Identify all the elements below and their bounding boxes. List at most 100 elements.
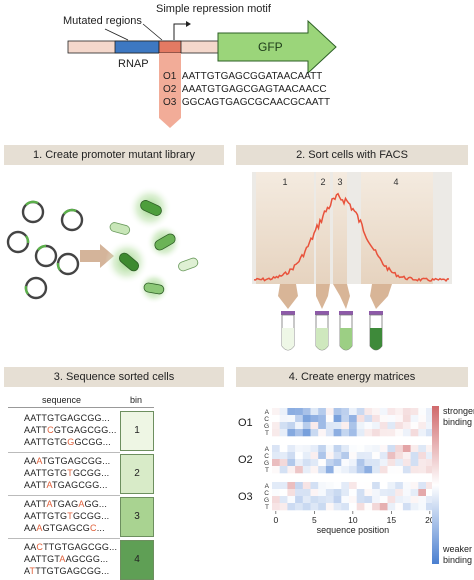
energy-cell — [295, 415, 304, 423]
energy-cell — [418, 422, 427, 430]
sequence-segment: GTGAGCG — [42, 523, 91, 533]
energy-cell — [426, 466, 434, 474]
energy-cell — [272, 466, 280, 474]
operator-pointer — [159, 53, 181, 128]
energy-cell — [387, 503, 396, 511]
energy-cell — [333, 429, 342, 437]
energy-cell — [372, 415, 381, 423]
motif-label: Simple repression motif — [156, 3, 271, 15]
energy-cell — [341, 415, 350, 423]
energy-cell — [402, 466, 411, 474]
energy-cell — [418, 503, 427, 511]
energy-cell — [272, 422, 280, 430]
facs-bin-4 — [361, 172, 433, 284]
energy-cell — [295, 459, 304, 467]
energy-cell — [426, 489, 434, 497]
energy-cell — [279, 503, 288, 511]
mutation: A — [46, 499, 53, 509]
energy-cell — [387, 429, 396, 437]
operator-o1-name: O1 — [163, 71, 177, 82]
sequence-segment: AATTGTGAGCGG... — [24, 413, 110, 423]
energy-cell — [379, 422, 388, 430]
energy-cell — [349, 415, 357, 423]
operator-list: O1 AATTGTGAGCGGATAACAATT O2 AAATGTGAGCGA… — [163, 70, 330, 109]
mutation: A — [36, 523, 43, 533]
energy-cell — [287, 415, 296, 423]
energy-cell — [302, 482, 311, 490]
energy-cell — [379, 452, 388, 460]
energy-cell — [418, 496, 427, 504]
energy-cell — [279, 429, 288, 437]
energy-cell — [333, 415, 342, 423]
gfp-label: GFP — [258, 40, 283, 54]
tss-arrow — [173, 23, 186, 40]
sequence-segment: A — [24, 566, 30, 576]
energy-cell — [333, 489, 342, 497]
energy-cell — [318, 408, 327, 416]
energy-cell — [379, 503, 388, 511]
sequence-segment: AATT — [24, 425, 48, 435]
energy-cell — [387, 408, 396, 416]
energy-cell — [287, 408, 296, 416]
facs-illustration: 1 2 3 4 — [252, 172, 452, 351]
energy-cell — [418, 452, 427, 460]
energy-cell — [364, 415, 373, 423]
energy-cell — [310, 466, 319, 474]
energy-cell — [287, 466, 296, 474]
energy-cell — [426, 408, 434, 416]
energy-cell — [356, 452, 365, 460]
energy-cell — [295, 429, 304, 437]
bacterium — [178, 257, 199, 272]
bacterium — [140, 200, 162, 216]
energy-cell — [418, 489, 427, 497]
energy-cell — [325, 482, 334, 490]
energy-cell — [356, 459, 365, 467]
energy-cell — [387, 445, 396, 453]
sequence-row: ATTTGTGAGCGG... — [24, 566, 109, 577]
sequence-row: AATTGTGTGCGG... — [24, 468, 109, 479]
energy-cell — [372, 503, 381, 511]
energy-cell — [395, 496, 404, 504]
energy-cell — [356, 482, 365, 490]
sequence-segment: AATTGTG — [24, 468, 68, 478]
energy-cell — [426, 503, 434, 511]
energy-cell — [372, 459, 381, 467]
panel-1-header: 1. Create promoter mutant library — [4, 145, 224, 165]
energy-cell — [356, 496, 365, 504]
x-tick-label: 5 — [312, 515, 317, 525]
bacterium — [119, 252, 139, 272]
energy-cell — [372, 422, 381, 430]
energy-cell — [341, 445, 350, 453]
mutation: T — [67, 511, 73, 521]
sequence-row: AATTGTGAGCGG... — [24, 413, 110, 424]
energy-cell — [410, 445, 419, 453]
energy-cell — [387, 466, 396, 474]
energy-cell — [364, 445, 373, 453]
energy-cell — [387, 422, 396, 430]
bin-cell-4: 4 — [120, 540, 154, 580]
energy-cell — [287, 482, 296, 490]
energy-cell — [318, 415, 327, 423]
plasmid-3 — [6, 230, 30, 254]
colorbar-bottom-label-2: binding — [443, 555, 472, 565]
facs-bin-2-label: 2 — [320, 177, 325, 187]
base-label: A — [265, 409, 270, 416]
facs-bin-3-label: 3 — [337, 177, 342, 187]
mutation: A — [36, 456, 42, 466]
energy-cell — [325, 445, 334, 453]
energy-cell — [279, 489, 288, 497]
energy-cell — [287, 422, 296, 430]
base-label: C — [264, 416, 269, 423]
energy-cell — [302, 408, 311, 416]
energy-cell — [325, 503, 334, 511]
base-label: G — [264, 497, 269, 504]
energy-cell — [426, 496, 434, 504]
bacterium — [143, 282, 165, 295]
energy-cell — [410, 429, 419, 437]
leader-line-operator — [142, 23, 163, 41]
leader-line-rnap — [104, 28, 129, 41]
energy-cell — [418, 415, 427, 423]
energy-cell — [287, 459, 296, 467]
sequence-row: AACTTGTGAGCGG... — [24, 542, 117, 553]
